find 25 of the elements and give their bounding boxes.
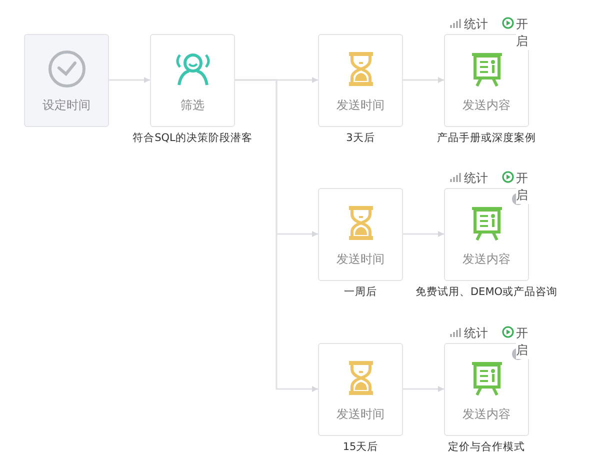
step-caption: 定价与合作模式 <box>448 441 525 454</box>
step-label: 发送内容 <box>462 406 512 423</box>
connector-arrow <box>403 231 444 237</box>
connector-arrow <box>403 386 444 392</box>
step-label: 筛选 <box>180 97 206 114</box>
toggle-link: 开启 <box>516 16 529 50</box>
step-label: 发送时间 <box>336 406 386 423</box>
step-caption: 15天后 <box>342 441 378 454</box>
toggle-link: 开启 <box>516 170 529 204</box>
toggle-link: 开启 <box>516 325 529 359</box>
step-caption: 符合SQL的决策阶段潜客 <box>132 132 252 145</box>
stats-link: 统计 <box>464 170 488 187</box>
step-caption: 产品手册或深度案例 <box>437 132 536 145</box>
step-caption: 一周后 <box>344 286 377 299</box>
step-label: 发送内容 <box>462 97 512 114</box>
stats-link: 统计 <box>464 16 488 33</box>
step-caption: 3天后 <box>346 132 375 145</box>
step-caption: 免费试用、DEMO或产品咨询 <box>415 286 558 299</box>
step-label: 设定时间 <box>42 97 92 114</box>
step-label: 发送内容 <box>462 251 512 268</box>
step-label: 发送时间 <box>336 97 386 114</box>
step-label: 发送时间 <box>336 251 386 268</box>
connector-arrow <box>109 77 150 83</box>
stats-link: 统计 <box>464 325 488 342</box>
connector-arrow <box>403 77 444 83</box>
